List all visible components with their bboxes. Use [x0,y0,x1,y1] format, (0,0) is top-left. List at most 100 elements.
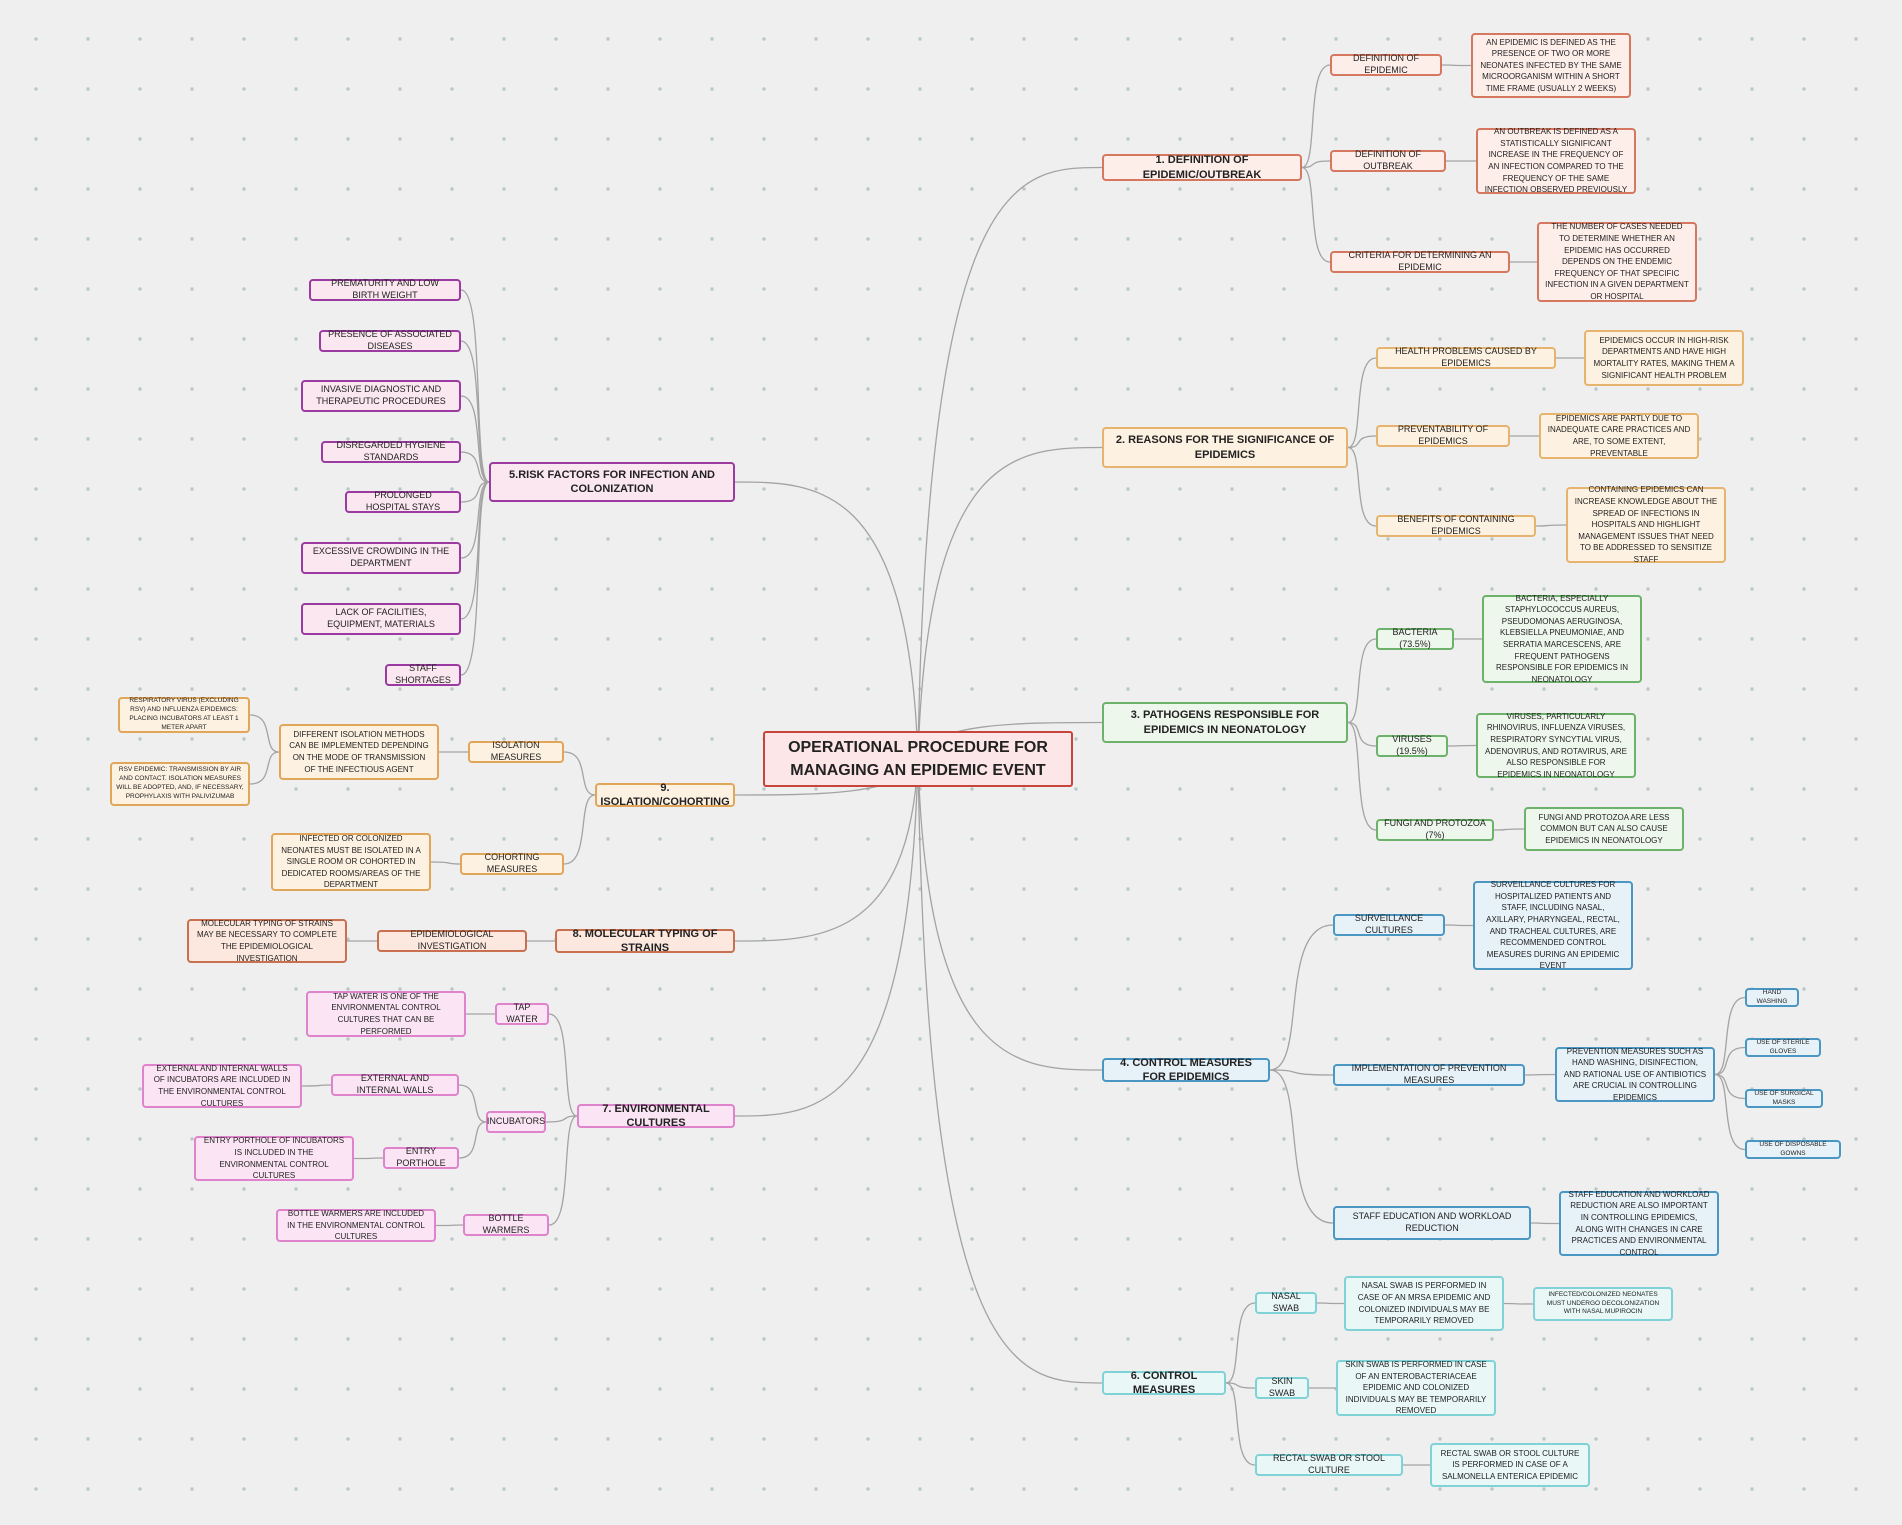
topic-isolation-measures[interactable]: ISOLATION MEASURES [468,740,564,763]
note-nasal-swab[interactable]: NASAL SWAB IS PERFORMED IN CASE OF AN MR… [1344,1276,1504,1331]
note-benefits-containing[interactable]: CONTAINING EPIDEMICS CAN INCREASE KNOWLE… [1566,485,1726,564]
risk-factor-item[interactable]: PREMATURITY AND LOW BIRTH WEIGHT [309,278,461,301]
item-sterile-gloves[interactable]: USE OF STERILE GLOVES [1745,1038,1821,1057]
topic-nasal-swab[interactable]: NASAL SWAB [1255,1291,1317,1314]
note-respiratory-virus-isolation[interactable]: RESPIRATORY VIRUS (EXCLUDING RSV) AND IN… [118,697,250,733]
topic-incubators[interactable]: INCUBATORS [486,1111,546,1133]
topic-preventability[interactable]: PREVENTABILITY OF EPIDEMICS [1376,424,1510,447]
note-skin-swab[interactable]: SKIN SWAB IS PERFORMED IN CASE OF AN ENT… [1336,1360,1496,1416]
connector-line [460,481,490,503]
note-viruses[interactable]: VIRUSES, PARTICULARLY RHINOVIRUS, INFLUE… [1476,712,1636,779]
connector-line [460,340,490,483]
note-preventability[interactable]: EPIDEMICS ARE PARTLY DUE TO INADEQUATE C… [1539,413,1699,459]
item-disposable-gowns[interactable]: USE OF DISPOSABLE GOWNS [1745,1140,1841,1159]
note-external-internal-walls[interactable]: EXTERNAL AND INTERNAL WALLS OF INCUBATOR… [142,1064,302,1108]
connector-line [460,395,490,483]
topic-viruses[interactable]: VIRUSES (19.5%) [1376,734,1448,757]
topic-benefits-containing[interactable]: BENEFITS OF CONTAINING EPIDEMICS [1376,514,1536,537]
connector-line [458,1121,487,1159]
connector-line [1535,524,1567,527]
branch-molecular-typing[interactable]: 8. MOLECULAR TYPING OF STRAINS [555,928,735,954]
note-fungi-protozoa[interactable]: FUNGI AND PROTOZOA ARE LESS COMMON BUT C… [1524,807,1684,851]
connector-line [458,1084,487,1123]
connector-line [249,714,280,753]
topic-staff-education[interactable]: STAFF EDUCATION AND WORKLOAD REDUCTION [1333,1206,1531,1240]
risk-factor-item[interactable]: DISREGARDED HYGIENE STANDARDS [321,440,461,463]
note-tap-water[interactable]: TAP WATER IS ONE OF THE ENVIRONMENTAL CO… [306,991,466,1037]
connector-line [917,166,1103,760]
note-bottle-warmers[interactable]: BOTTLE WARMERS ARE INCLUDED IN THE ENVIR… [276,1209,436,1242]
connector-line [1441,64,1472,67]
branch-environmental-cultures[interactable]: 7. ENVIRONMENTAL CULTURES [577,1103,735,1129]
connector-line [1347,446,1377,527]
connector-line [734,481,919,760]
note-bacteria[interactable]: BACTERIA, ESPECIALLY STAPHYLOCOCCUS AURE… [1482,594,1642,684]
connector-line [353,1157,384,1160]
topic-epidemiological-investigation[interactable]: EPIDEMIOLOGICAL INVESTIGATION [377,929,527,952]
connector-line [301,1084,332,1087]
connector-line [734,758,919,1117]
connector-line [1447,744,1477,747]
risk-factor-item[interactable]: STAFF SHORTAGES [385,663,461,686]
risk-factor-item[interactable]: EXCESSIVE CROWDING IN THE DEPARTMENT [301,542,461,574]
connector-line [917,758,1103,1384]
connector-line [1301,64,1331,169]
branch-reasons-significance[interactable]: 2. REASONS FOR THE SIGNIFICANCE OF EPIDE… [1102,427,1348,468]
connector-line [1503,1302,1534,1305]
topic-external-internal-walls[interactable]: EXTERNAL AND INTERNAL WALLS [331,1073,459,1096]
item-hand-washing[interactable]: HAND WASHING [1745,988,1799,1007]
topic-fungi-protozoa[interactable]: FUNGI AND PROTOZOA (7%) [1376,818,1494,841]
connector-line [1269,924,1334,1071]
note-cohorting-measures[interactable]: INFECTED OR COLONIZED NEONATES MUST BE I… [271,833,431,891]
connector-line [1714,996,1746,1076]
topic-rectal-swab[interactable]: RECTAL SWAB OR STOOL CULTURE [1255,1453,1403,1476]
topic-definition-of-epidemic[interactable]: DEFINITION OF EPIDEMIC [1330,53,1442,76]
topic-entry-porthole[interactable]: ENTRY PORTHOLE [383,1146,459,1169]
note-nasal-decolonization[interactable]: INFECTED/COLONIZED NEONATES MUST UNDERGO… [1533,1287,1673,1321]
topic-bacteria[interactable]: BACTERIA (73.5%) [1376,627,1454,650]
topic-criteria-for-determining-epidemic[interactable]: CRITERIA FOR DETERMINING AN EPIDEMIC [1330,250,1510,273]
topic-surveillance-cultures[interactable]: SURVEILLANCE CULTURES [1333,913,1445,936]
note-criteria-for-determining-epidemic[interactable]: THE NUMBER OF CASES NEEDED TO DETERMINE … [1537,222,1697,302]
topic-skin-swab[interactable]: SKIN SWAB [1255,1376,1309,1399]
topic-health-problems[interactable]: HEALTH PROBLEMS CAUSED BY EPIDEMICS [1376,346,1556,369]
branch-pathogens[interactable]: 3. PATHOGENS RESPONSIBLE FOR EPIDEMICS I… [1102,702,1348,743]
connector-line [1714,1046,1746,1076]
topic-tap-water[interactable]: TAP WATER [495,1002,549,1025]
note-health-problems[interactable]: EPIDEMICS OCCUR IN HIGH-RISK DEPARTMENTS… [1584,330,1744,386]
connector-line [1225,1382,1256,1389]
topic-definition-of-outbreak[interactable]: DEFINITION OF OUTBREAK [1330,149,1446,172]
branch-definition-epidemic-outbreak[interactable]: 1. DEFINITION OF EPIDEMIC/OUTBREAK [1102,154,1302,181]
note-epidemiological-investigation[interactable]: MOLECULAR TYPING OF STRAINS MAY BE NECES… [187,919,347,963]
connector-line [460,481,490,676]
central-topic[interactable]: OPERATIONAL PROCEDURE FOR MANAGING AN EP… [763,731,1073,787]
note-isolation-measures[interactable]: DIFFERENT ISOLATION METHODS CAN BE IMPLE… [279,724,439,780]
note-definition-of-outbreak[interactable]: AN OUTBREAK IS DEFINED AS A STATISTICALL… [1476,127,1636,194]
connector-line [734,758,919,942]
risk-factor-item[interactable]: LACK OF FACILITIES, EQUIPMENT, MATERIALS [301,603,461,635]
risk-factor-item[interactable]: PROLONGED HOSPITAL STAYS [345,490,461,513]
note-implementation-prevention[interactable]: PREVENTION MEASURES SUCH AS HAND WASHING… [1555,1047,1715,1102]
connector-line [1269,1069,1334,1224]
topic-implementation-prevention[interactable]: IMPLEMENTATION OF PREVENTION MEASURES [1333,1063,1525,1086]
note-entry-porthole[interactable]: ENTRY PORTHOLE OF INCUBATORS IS INCLUDED… [194,1136,354,1181]
risk-factor-item[interactable]: PRESENCE OF ASSOCIATED DISEASES [319,329,461,352]
note-staff-education[interactable]: STAFF EDUCATION AND WORKLOAD REDUCTION A… [1559,1190,1719,1257]
branch-risk-factors[interactable]: 5.RISK FACTORS FOR INFECTION AND COLONIZ… [489,462,735,502]
connector-line [548,1013,578,1117]
connector-line [460,481,490,620]
branch-control-measures[interactable]: 6. CONTROL MEASURES [1102,1370,1226,1396]
branch-isolation-cohorting[interactable]: 9. ISOLATION/COHORTING [595,782,735,808]
connector-line [1347,721,1377,747]
topic-bottle-warmers[interactable]: BOTTLE WARMERS [463,1213,549,1236]
note-rectal-swab[interactable]: RECTAL SWAB OR STOOL CULTURE IS PERFORME… [1430,1443,1590,1487]
connector-line [430,861,461,865]
item-surgical-masks[interactable]: USE OF SURGICAL MASKS [1745,1089,1823,1108]
note-rsv-isolation[interactable]: RSV EPIDEMIC: TRANSMISSION BY AIR AND CO… [110,762,250,806]
branch-control-measures-epidemics[interactable]: 4. CONTROL MEASURES FOR EPIDEMICS [1102,1057,1270,1083]
topic-cohorting-measures[interactable]: COHORTING MEASURES [460,852,564,875]
note-surveillance-cultures[interactable]: SURVEILLANCE CULTURES FOR HOSPITALIZED P… [1473,880,1633,970]
risk-factor-item[interactable]: INVASIVE DIAGNOSTIC AND THERAPEUTIC PROC… [301,380,461,412]
connector-line [1301,166,1331,263]
note-definition-of-epidemic[interactable]: AN EPIDEMIC IS DEFINED AS THE PRESENCE O… [1471,33,1631,98]
